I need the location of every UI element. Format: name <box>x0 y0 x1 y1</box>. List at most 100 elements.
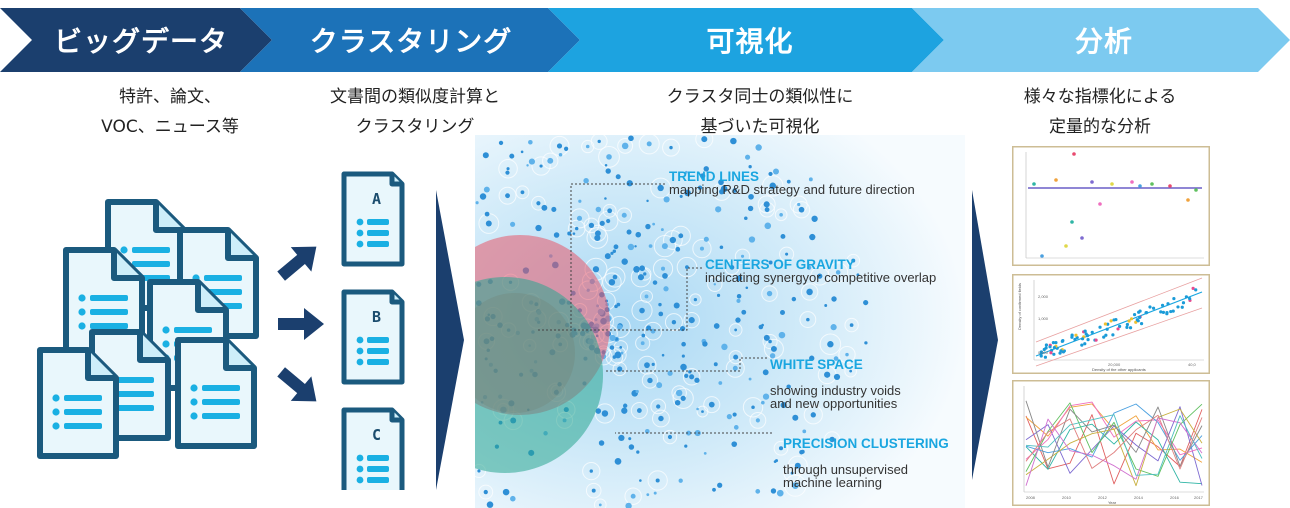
contour-ring <box>662 138 680 157</box>
chart3-xtick-3: 2012 <box>1098 495 1108 500</box>
cluster-node <box>607 208 613 214</box>
cluster-node <box>717 482 723 488</box>
scatter-point <box>1186 198 1190 202</box>
cluster-node <box>809 233 816 241</box>
caption-analysis: 様々な指標化による 定量的な分析 <box>1023 87 1177 137</box>
cluster-node <box>684 170 688 174</box>
cluster-node <box>536 201 541 206</box>
cluster-node <box>764 222 772 230</box>
cluster-node <box>830 324 837 331</box>
trend-point <box>1151 306 1156 310</box>
cluster-node <box>625 502 632 508</box>
contour-ring <box>728 350 743 365</box>
cluster-node <box>851 258 856 263</box>
cluster-node <box>791 482 799 490</box>
contour-ring <box>689 293 702 306</box>
cluster-node <box>786 179 791 184</box>
trend-point <box>1050 348 1054 352</box>
cluster-node <box>528 139 533 145</box>
contour-ring <box>616 207 632 223</box>
cluster-node <box>774 459 779 463</box>
cluster-node <box>509 153 515 159</box>
cluster-node <box>770 345 777 352</box>
contour-ring <box>823 431 841 448</box>
trend-point <box>1194 288 1198 292</box>
cluster-doc-a-label: A <box>372 190 382 208</box>
cluster-node <box>829 436 835 443</box>
cluster-node <box>679 194 683 198</box>
cluster-node <box>621 212 627 218</box>
cluster-node <box>745 154 751 160</box>
stage-label-analysis: 分析 <box>1074 25 1133 58</box>
cluster-node <box>615 174 621 180</box>
contour-ring <box>604 266 626 288</box>
cluster-node <box>482 152 489 159</box>
annotation-white-space-title: WHITE SPACE <box>770 357 863 372</box>
cluster-node <box>699 246 704 251</box>
cluster-node <box>736 298 741 303</box>
chart2-xtick-2: 40,0 <box>1188 362 1197 367</box>
series-line <box>1025 402 1203 477</box>
trend-point <box>1083 329 1087 333</box>
cluster-node <box>616 324 623 330</box>
cluster-node <box>646 141 652 147</box>
cluster-node <box>658 311 664 317</box>
cluster-node <box>730 137 737 145</box>
cluster-node <box>477 469 481 473</box>
cluster-node <box>486 501 494 508</box>
contour-ring <box>695 135 714 149</box>
scatter-point <box>1080 236 1084 240</box>
trend-point <box>1084 332 1088 336</box>
cluster-node <box>588 222 595 228</box>
cluster-node <box>613 244 619 250</box>
cluster-node <box>770 488 777 494</box>
cluster-doc-a-icon <box>344 174 402 264</box>
series-line <box>1025 400 1203 468</box>
cluster-node <box>609 334 616 342</box>
stage-arrow-bigdata <box>0 8 272 72</box>
contour-ring <box>838 346 856 364</box>
scatter-point <box>1150 182 1154 186</box>
cluster-node <box>745 286 749 290</box>
trend-point <box>1059 349 1063 353</box>
scatter-point <box>1032 182 1036 186</box>
contour-ring <box>498 186 517 205</box>
cluster-node <box>621 407 628 414</box>
arrow-up-right-icon <box>277 246 317 281</box>
contour-ring <box>783 464 801 482</box>
cluster-node <box>598 503 602 507</box>
cluster-node <box>667 434 673 440</box>
contour-ring <box>637 355 657 375</box>
contour-ring <box>663 230 683 250</box>
trend-point <box>1184 295 1188 299</box>
contour-ring <box>672 387 694 409</box>
scatter-point <box>1090 180 1094 184</box>
cluster-node <box>634 245 637 248</box>
cluster-node <box>741 309 747 315</box>
trend-point <box>1134 320 1138 324</box>
cluster-node <box>658 302 662 307</box>
trend-point <box>1116 327 1120 331</box>
chart2-ytick-1: 2,000 <box>1038 294 1049 299</box>
cluster-node <box>694 429 701 437</box>
annotation-white-space: WHITE SPACE showing industry voids and n… <box>770 345 901 423</box>
trend-point <box>1061 350 1066 354</box>
cluster-node <box>597 139 601 144</box>
cluster-node <box>697 185 703 190</box>
annotation-centers-gravity: CENTERS OF GRAVITY indicating synergyor … <box>705 258 936 284</box>
cluster-node <box>769 353 776 359</box>
annotation-trend-lines-text: mapping R&D strategy and future directio… <box>669 182 915 197</box>
contour-ring <box>763 338 784 359</box>
cluster-node <box>661 266 666 271</box>
cluster-node <box>766 290 773 297</box>
cluster-node <box>684 444 688 448</box>
cluster-node <box>621 258 628 265</box>
chart3-xtick-4: 2014 <box>1134 495 1144 500</box>
cluster-node <box>484 211 490 217</box>
cluster-node <box>595 206 602 213</box>
trend-point <box>1104 333 1108 337</box>
cluster-node <box>612 355 617 359</box>
contour-ring <box>844 364 857 378</box>
cluster-node <box>572 232 576 235</box>
trend-point <box>1165 310 1169 315</box>
